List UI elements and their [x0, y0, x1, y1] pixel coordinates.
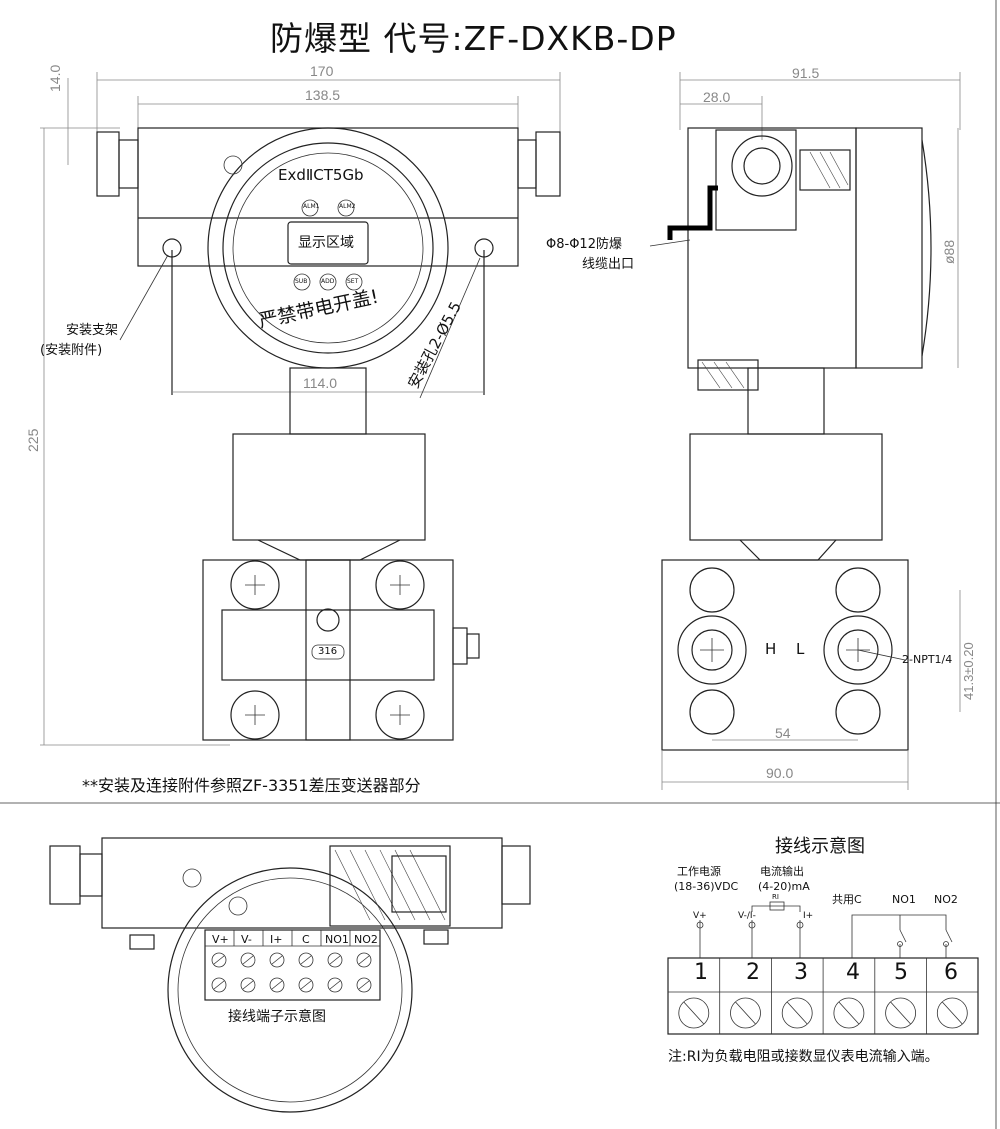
terminal-screw: [356, 952, 372, 968]
terminal-screw-slot: [242, 955, 254, 965]
terminal-screw: [269, 952, 285, 968]
wiring-terminal-slot: [735, 1001, 756, 1025]
terminal-screw-slot: [358, 955, 370, 965]
alarm-1-label: ALM1: [303, 203, 320, 210]
terminal-label-c: C: [302, 933, 310, 946]
current-range-label: (4-20)mA: [758, 880, 810, 893]
power-range-label: (18-36)VDC: [674, 880, 739, 893]
port-spacing-dim: 41.3±0.20: [961, 642, 976, 700]
terminal-label-vminus: V-: [241, 933, 252, 946]
sub-key-label: SUB: [295, 278, 308, 285]
page-title: 防爆型 代号:ZF-DXKB-DP: [270, 19, 677, 58]
dim-height-flange: 14.0: [47, 64, 63, 92]
terminal-label-vplus: V+: [212, 933, 229, 946]
bottom-inner-dim: 54: [775, 725, 791, 741]
terminal-screw-slot: [242, 980, 254, 990]
terminal-label-no1: NO1: [325, 933, 349, 946]
ri-label: RI: [772, 893, 779, 901]
terminal-screw: [240, 977, 256, 993]
terminal-screw-slot: [213, 955, 225, 965]
terminal-screw-slot: [300, 980, 312, 990]
terminal-screw-slot: [358, 980, 370, 990]
power-label: 工作电源: [677, 865, 721, 878]
accessory-note: **安装及连接附件参照ZF-3351差压变送器部分: [82, 776, 421, 795]
terminal-screw-slot: [329, 980, 341, 990]
terminal-screw: [269, 977, 285, 993]
cable-outlet-label: Φ8-Φ12防爆: [546, 237, 622, 252]
terminal-label-no2: NO2: [354, 933, 378, 946]
terminal-screw: [298, 977, 314, 993]
terminal-number-1: 1: [694, 960, 708, 985]
terminal-view: [49, 837, 531, 1113]
wiring-footnote: 注:RI为负载电阻或接数显仪表电流输入端。: [668, 1049, 939, 1065]
terminal-label-iplus: I+: [270, 933, 283, 946]
terminal-screw-slot: [213, 980, 225, 990]
dim-width-total: 170: [310, 63, 334, 79]
ex-marking: ExdⅡCT5Gb: [278, 166, 364, 184]
terminal-screw: [240, 952, 256, 968]
add-key-label: ADD: [321, 278, 335, 285]
bracket-accessory-label: (安装附件): [40, 343, 103, 358]
wiring-terminal-screw: [936, 997, 968, 1029]
wiring-terminal-screw: [833, 997, 865, 1029]
terminal-screw-slot: [271, 980, 283, 990]
current-label: 电流输出: [760, 865, 804, 878]
side-dim-diameter: ø88: [941, 239, 957, 264]
side-dim-width: 91.5: [792, 65, 820, 81]
terminal-screw-slot: [271, 955, 283, 965]
cable-outlet-label-2: 线缆出口: [582, 257, 635, 272]
port-l: L: [796, 640, 805, 658]
terminal-number-6: 6: [944, 960, 958, 985]
terminal-screw: [356, 977, 372, 993]
side-dim-offset: 28.0: [703, 89, 731, 105]
front-view: [40, 72, 561, 746]
set-key-label: SET: [347, 278, 359, 285]
wiring-terminal-screw: [678, 997, 710, 1029]
port-h: H: [765, 640, 777, 658]
terminal-number-4: 4: [846, 960, 860, 985]
terminal-screw: [211, 977, 227, 993]
terminal-screw-slot: [329, 955, 341, 965]
bottom-total-dim: 90.0: [766, 765, 794, 781]
wiring-terminal-screw: [730, 997, 761, 1029]
wiring-diagram: [667, 901, 979, 1035]
pin-vminus-label: V-/I-: [738, 911, 756, 921]
terminal-screw: [211, 952, 227, 968]
wiring-terminal-screw: [885, 997, 916, 1029]
wiring-title: 接线示意图: [775, 836, 865, 857]
wiring-terminal-slot: [683, 1001, 705, 1025]
pin-iplus-label: I+: [803, 911, 814, 921]
thread-label: 2-NPT1/4: [902, 653, 953, 666]
wiring-terminal-slot: [890, 1001, 911, 1025]
dim-height-total: 225: [25, 428, 41, 452]
side-view: [649, 72, 961, 790]
wiring-terminal-slot: [786, 1001, 808, 1025]
dim-width-housing: 138.5: [305, 87, 341, 103]
terminal-screw: [327, 977, 343, 993]
display-area-label: 显示区域: [298, 235, 354, 251]
dim-mount-spacing: 114.0: [303, 375, 337, 391]
wiring-terminal-slot: [838, 1001, 860, 1025]
wiring-terminal-slot: [942, 1001, 963, 1025]
flange-material-tag: 316: [318, 646, 338, 657]
terminal-caption: 接线端子示意图: [228, 1009, 326, 1025]
common-label: 共用C: [832, 893, 862, 906]
alarm-2-label: ALM2: [339, 203, 356, 210]
bracket-label: 安装支架: [66, 323, 119, 338]
no2-label: NO2: [934, 893, 958, 906]
terminal-screw-slot: [300, 955, 312, 965]
terminal-number-2: 2: [746, 960, 760, 985]
terminal-number-3: 3: [794, 960, 808, 985]
wiring-terminal-screw: [781, 997, 813, 1029]
pin-vplus-label: V+: [693, 911, 707, 921]
terminal-screw: [327, 952, 343, 968]
no1-label: NO1: [892, 893, 916, 906]
terminal-number-5: 5: [894, 960, 908, 985]
terminal-screw: [298, 952, 314, 968]
